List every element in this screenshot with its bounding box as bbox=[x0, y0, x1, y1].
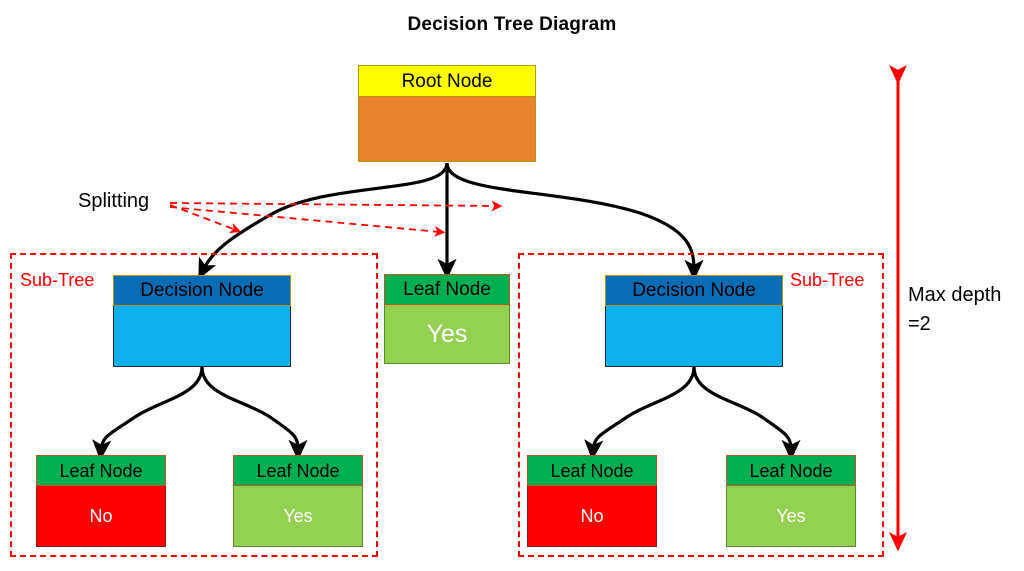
subtree-label-left: Sub-Tree bbox=[20, 270, 95, 290]
splitting-label: Splitting bbox=[78, 190, 150, 212]
node-leaf-2[interactable]: Leaf Node Yes bbox=[233, 455, 363, 547]
node-leaf-middle[interactable]: Leaf Node Yes bbox=[384, 274, 510, 364]
splitting-pointer-right bbox=[169, 200, 503, 212]
node-root[interactable]: Root Node bbox=[358, 65, 536, 162]
node-leaf-3[interactable]: Leaf Node No bbox=[527, 455, 657, 547]
max-depth-line-1: Max depth bbox=[908, 284, 1002, 306]
node-leaf-1-header: Leaf Node bbox=[36, 455, 166, 486]
node-leaf-4-value: Yes bbox=[726, 486, 856, 547]
splitting-pointer-left bbox=[169, 204, 242, 234]
node-leaf-4[interactable]: Leaf Node Yes bbox=[726, 455, 856, 547]
subtree-label-right: Sub-Tree bbox=[790, 270, 865, 290]
node-root-header: Root Node bbox=[358, 65, 536, 97]
node-leaf-3-value: No bbox=[527, 486, 657, 547]
max-depth-label: Max depth =2 bbox=[908, 281, 1001, 339]
node-leaf-1[interactable]: Leaf Node No bbox=[36, 455, 166, 547]
node-root-body bbox=[358, 97, 536, 162]
node-decision-left[interactable]: Decision Node bbox=[113, 275, 291, 367]
node-leaf-1-value: No bbox=[36, 486, 166, 547]
node-decision-left-header: Decision Node bbox=[113, 275, 291, 306]
page-title: Decision Tree Diagram bbox=[407, 14, 617, 35]
node-leaf-2-value: Yes bbox=[233, 486, 363, 547]
node-leaf-3-header: Leaf Node bbox=[527, 455, 657, 486]
node-decision-right[interactable]: Decision Node bbox=[605, 275, 783, 367]
max-depth-line-2: =2 bbox=[908, 313, 931, 335]
node-decision-left-body bbox=[113, 306, 291, 367]
subtree-box-left bbox=[10, 253, 378, 557]
node-leaf-2-header: Leaf Node bbox=[233, 455, 363, 486]
node-decision-right-header: Decision Node bbox=[605, 275, 783, 306]
node-leaf-middle-header: Leaf Node bbox=[384, 274, 510, 305]
subtree-box-right bbox=[518, 253, 884, 557]
node-leaf-4-header: Leaf Node bbox=[726, 455, 856, 486]
node-decision-right-body bbox=[605, 306, 783, 367]
node-leaf-middle-value: Yes bbox=[384, 305, 510, 364]
splitting-pointer-center bbox=[169, 206, 446, 237]
